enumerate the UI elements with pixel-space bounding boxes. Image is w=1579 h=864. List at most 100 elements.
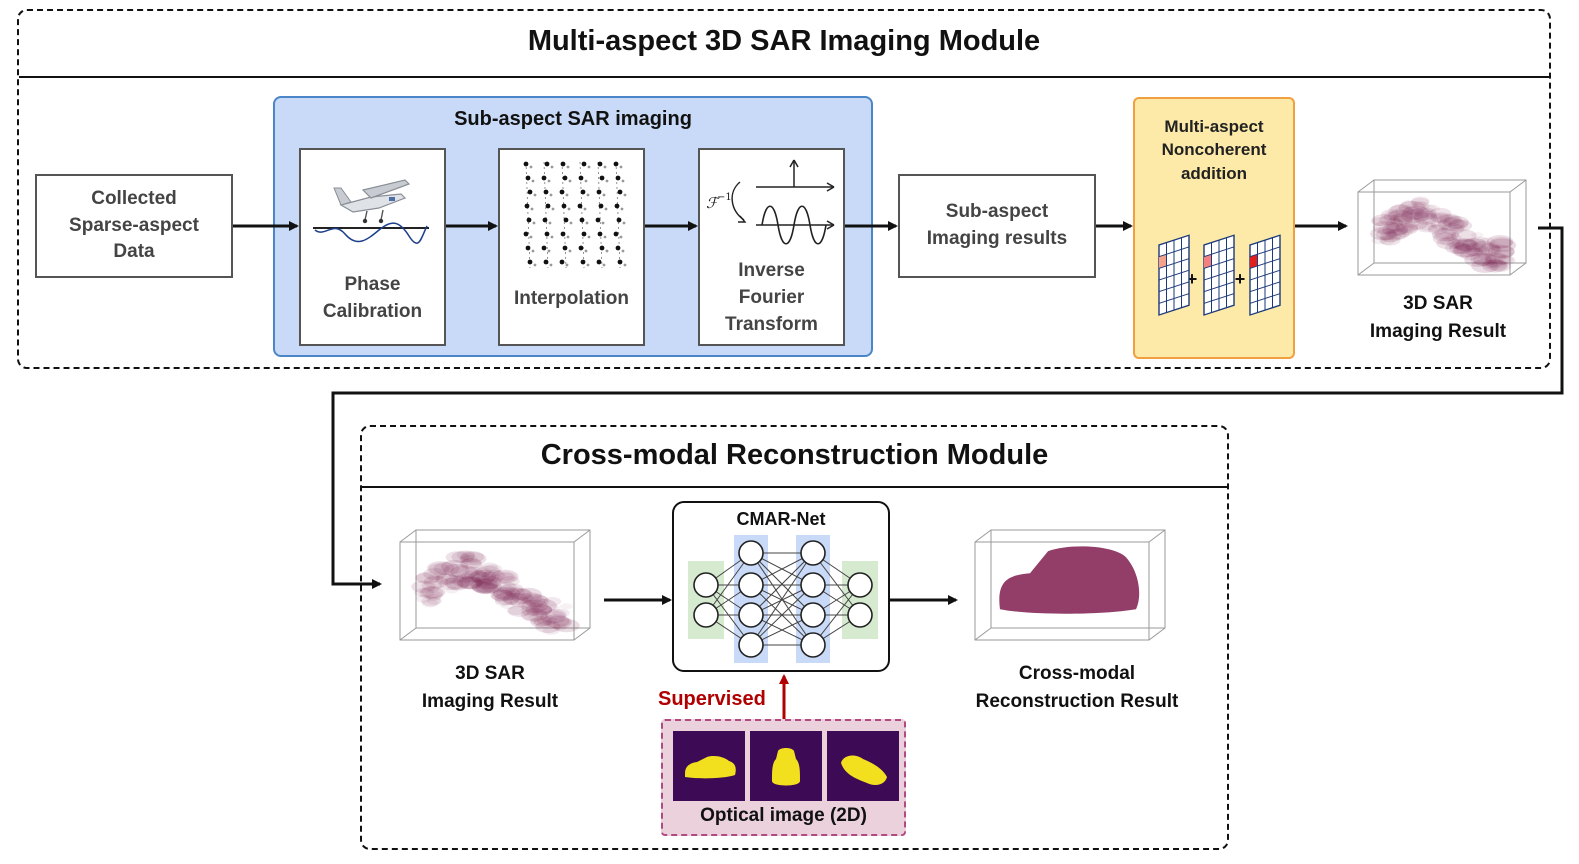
grid-point: [580, 259, 586, 265]
noncoherent-line1: Multi-aspect: [1164, 117, 1264, 136]
neuron-l3-n2: [800, 572, 826, 598]
grid-point: [562, 245, 568, 251]
optical-thumb-3: [827, 731, 899, 801]
car-silhouette-side-icon: [685, 756, 736, 779]
grid-points-icon: [523, 161, 627, 269]
grid-point: [597, 161, 603, 167]
grid-point-ghost: [622, 221, 626, 225]
addition-grid-3: [1249, 234, 1281, 316]
bottom-3d-sar-input-caption: 3D SAR Imaging Result: [390, 660, 590, 715]
grid-point-ghost: [533, 193, 537, 197]
grid-point: [613, 161, 619, 167]
plus-sign-2: +: [1235, 269, 1246, 289]
grid-point: [560, 161, 566, 167]
grid-point-ghost: [621, 179, 625, 183]
grid-point-ghost: [605, 249, 609, 253]
grid-point-ghost: [586, 193, 590, 197]
grid-point: [615, 245, 621, 251]
grid-point-ghost: [550, 235, 554, 239]
grid-point-ghost: [603, 165, 607, 169]
grid-point-ghost: [549, 263, 553, 267]
grid-point: [562, 175, 568, 181]
neuron-l1-n1: [693, 572, 719, 598]
grid-point: [579, 217, 585, 223]
neuron-l2-n4: [738, 632, 764, 658]
grid-point-ghost: [568, 249, 572, 253]
grid-point: [577, 203, 583, 209]
svg-text:−1: −1: [717, 192, 732, 203]
input-box-line3: Data: [113, 241, 155, 263]
grid-point-ghost: [565, 263, 569, 267]
grid-point-ghost: [621, 249, 625, 253]
grid-point-ghost: [583, 207, 587, 211]
grid-point-ghost: [566, 165, 570, 169]
grid-point: [559, 259, 565, 265]
noncoherent-line3: addition: [1180, 163, 1248, 183]
interpolation-label: Interpolation: [500, 286, 643, 313]
grid-point-ghost: [530, 207, 534, 211]
grid-point: [578, 245, 584, 251]
noncoherent-title: Multi-aspect Noncoherent addition: [1135, 115, 1293, 185]
grid-point-ghost: [547, 179, 551, 183]
neural-network-icon: [688, 535, 878, 663]
phase-calibration-line2: Calibration: [322, 300, 423, 322]
grid-point-ghost: [585, 221, 589, 225]
grid-point-ghost: [623, 193, 627, 197]
grid-point-ghost: [603, 235, 607, 239]
grid-point-ghost: [587, 165, 591, 169]
airplane-icon: [313, 179, 429, 244]
grid-point-ghost: [531, 249, 535, 253]
reconstruction-line2: Reconstruction Result: [975, 690, 1179, 712]
results-box-line1: Sub-aspect: [945, 201, 1049, 223]
neuron-l3-n4: [800, 632, 826, 658]
grid-point-ghost: [587, 235, 591, 239]
grid-point-ghost: [547, 249, 551, 253]
grid-point-ghost: [604, 207, 608, 211]
grid-point-ghost: [584, 249, 588, 253]
grid-point: [559, 189, 565, 195]
grid-point: [543, 259, 549, 265]
grid-point-ghost: [549, 193, 553, 197]
top-3d-sar-result-caption: 3D SAR Imaging Result: [1338, 290, 1538, 345]
grid-point-ghost: [569, 221, 573, 225]
grid-point: [523, 231, 529, 237]
grid-point: [523, 161, 529, 167]
ift-line3: Transform: [725, 313, 818, 335]
grid-point: [545, 203, 551, 209]
noncoherent-line2: Noncoherent: [1161, 140, 1267, 160]
neuron-l3-n3: [800, 602, 826, 628]
grid-point: [560, 231, 566, 237]
top-module-title-rule: [19, 76, 1549, 78]
grid-point: [525, 175, 531, 181]
grid-point: [544, 231, 550, 237]
grid-point: [541, 245, 547, 251]
grid-point: [524, 203, 530, 209]
grid-point-ghost: [566, 235, 570, 239]
grid-point-ghost: [532, 221, 536, 225]
collected-sparse-aspect-data-box: Collected Sparse-aspect Data: [35, 174, 233, 278]
neuron-l4-n2: [847, 602, 873, 628]
grid-point: [596, 259, 602, 265]
car-silhouette-oblique-icon: [841, 755, 887, 785]
inverse-fourier-transform-step: ℱ −1 Inverse Fourier Transform: [698, 148, 845, 346]
grid-point: [599, 175, 605, 181]
ift-line2: Fourier: [738, 286, 805, 308]
interpolation-step: Interpolation: [498, 148, 645, 346]
grid-point-ghost: [551, 207, 555, 211]
neuron-l2-n2: [738, 572, 764, 598]
top-result-line1: 3D SAR: [1403, 293, 1473, 314]
grid-point-ghost: [567, 207, 571, 211]
grid-point-ghost: [620, 207, 624, 211]
neuron-l4-n1: [847, 572, 873, 598]
addition-grid-2: [1203, 234, 1235, 316]
grid-point-ghost: [602, 263, 606, 267]
grid-point-ghost: [602, 193, 606, 197]
phase-calibration-line1: Phase: [344, 274, 401, 295]
grid-point: [581, 231, 587, 237]
grid-point: [527, 259, 533, 265]
grid-point-ghost: [584, 179, 588, 183]
neuron-l2-n3: [738, 602, 764, 628]
car-silhouette-front-icon: [772, 748, 800, 786]
sub-aspect-group-title: Sub-aspect SAR imaging: [454, 108, 692, 130]
bottom-input-line1: 3D SAR: [455, 663, 525, 684]
